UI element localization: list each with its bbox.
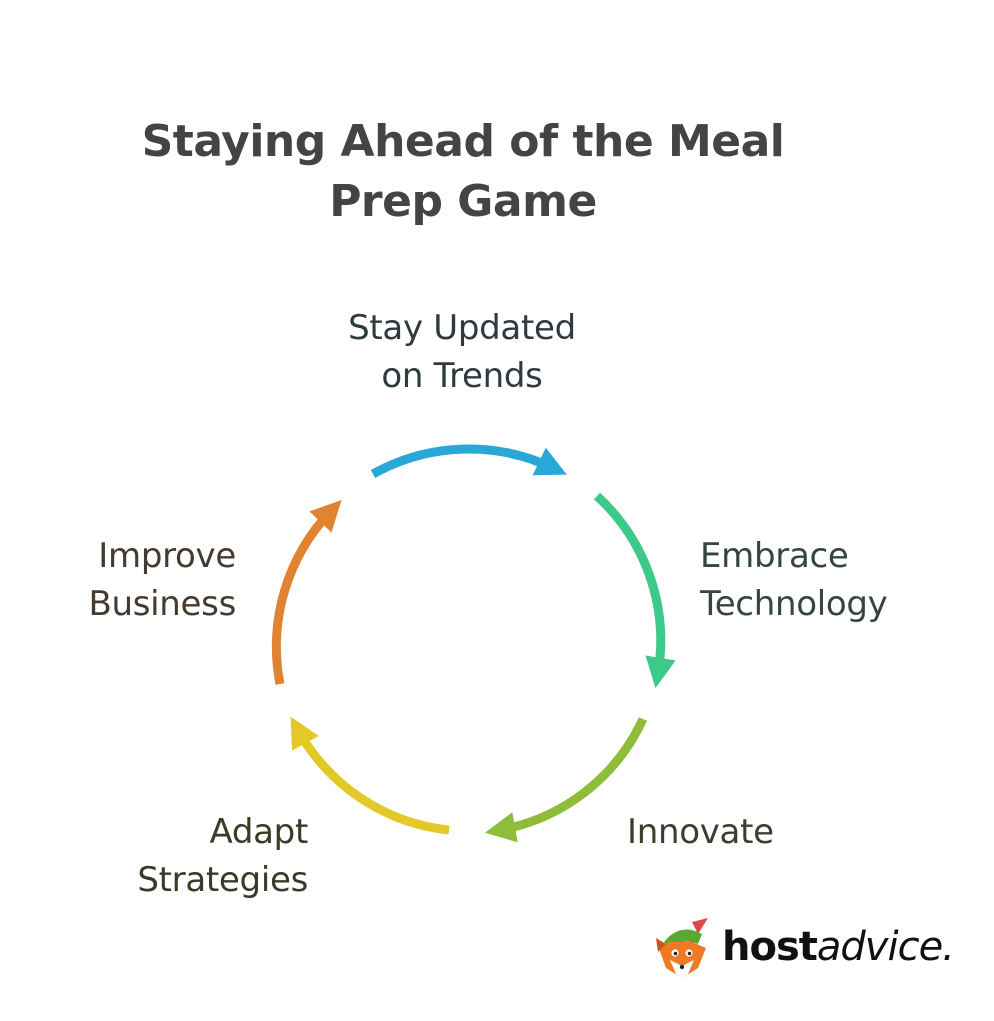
stage-label-improve-business-line-2: Business [88,584,236,624]
stage-label-adapt-strategies: Adapt Strategies [0,808,308,904]
logo-wordmark-host: host [722,924,818,970]
stage-label-stay-updated-line-2: on Trends [381,356,543,396]
cycle-arrow-embrace-technology [593,492,676,689]
fox-mascot-icon [656,918,708,978]
diagram-title: Staying Ahead of the Meal Prep Game [120,112,806,232]
stage-label-improve-business: Improve Business [0,532,236,628]
stage-label-embrace-technology: Embrace Technology [700,532,990,628]
stage-label-stay-updated: Stay Updated on Trends [262,304,662,400]
stage-label-innovate-line-1: Innovate [627,812,774,852]
title-line-1: Staying Ahead of the Meal [141,116,785,167]
stage-label-embrace-technology-line-2: Technology [700,584,888,624]
stage-label-improve-business-line-1: Improve [98,536,236,576]
logo-wordmark-advice: advice. [816,924,955,970]
hostadvice-logo: hostadvice. [648,912,955,984]
stage-label-innovate: Innovate [627,808,927,856]
logo-wordmark: hostadvice. [722,922,955,972]
cycle-arrow-innovate [484,717,648,843]
stage-label-stay-updated-line-1: Stay Updated [348,308,576,348]
stage-label-adapt-strategies-line-1: Adapt [209,812,309,852]
cycle-arrow-improve-business [271,499,342,685]
cycle-arrow-adapt-strategies [290,716,450,835]
title-line-2: Prep Game [329,176,597,227]
cycle-arrow-stay-updated [370,444,567,478]
stage-label-embrace-technology-line-1: Embrace [700,536,849,576]
stage-label-adapt-strategies-line-2: Strategies [137,860,308,900]
